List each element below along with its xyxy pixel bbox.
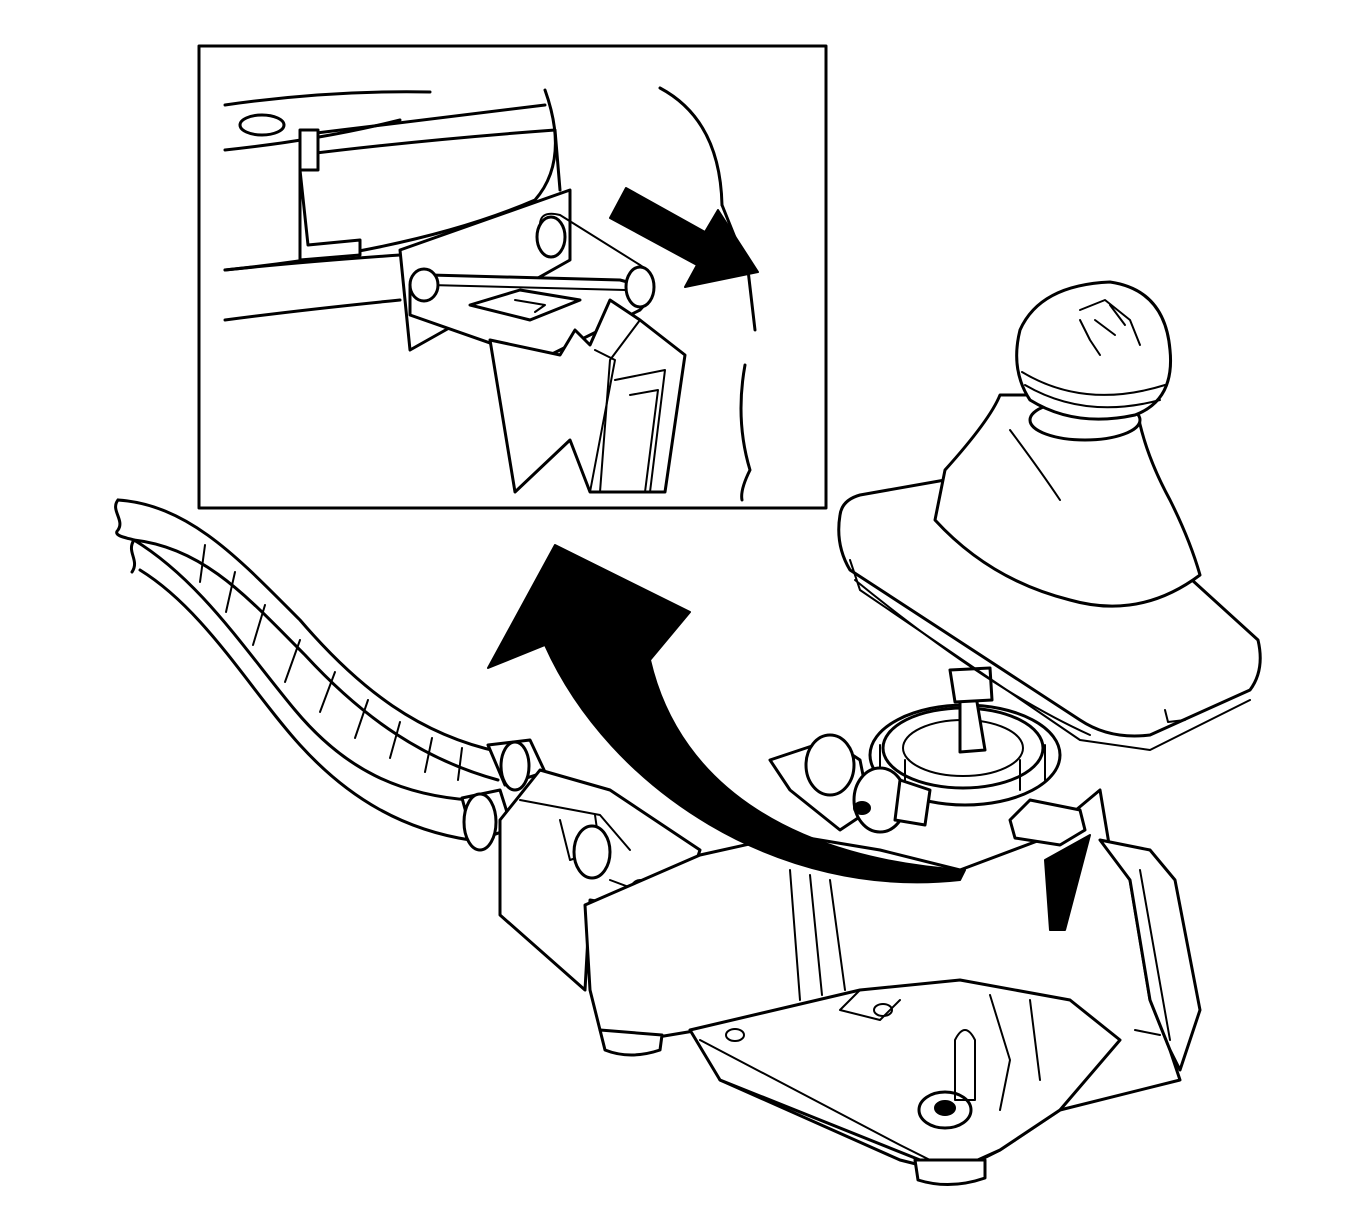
removal-arrow: [487, 544, 966, 884]
slide-arrow: [609, 187, 759, 288]
inset-detail: [197, 44, 828, 510]
shifter-housing: [498, 703, 1202, 1187]
shift-lever-boot-knob: [837, 280, 1262, 754]
shift-cables: [114, 498, 547, 852]
